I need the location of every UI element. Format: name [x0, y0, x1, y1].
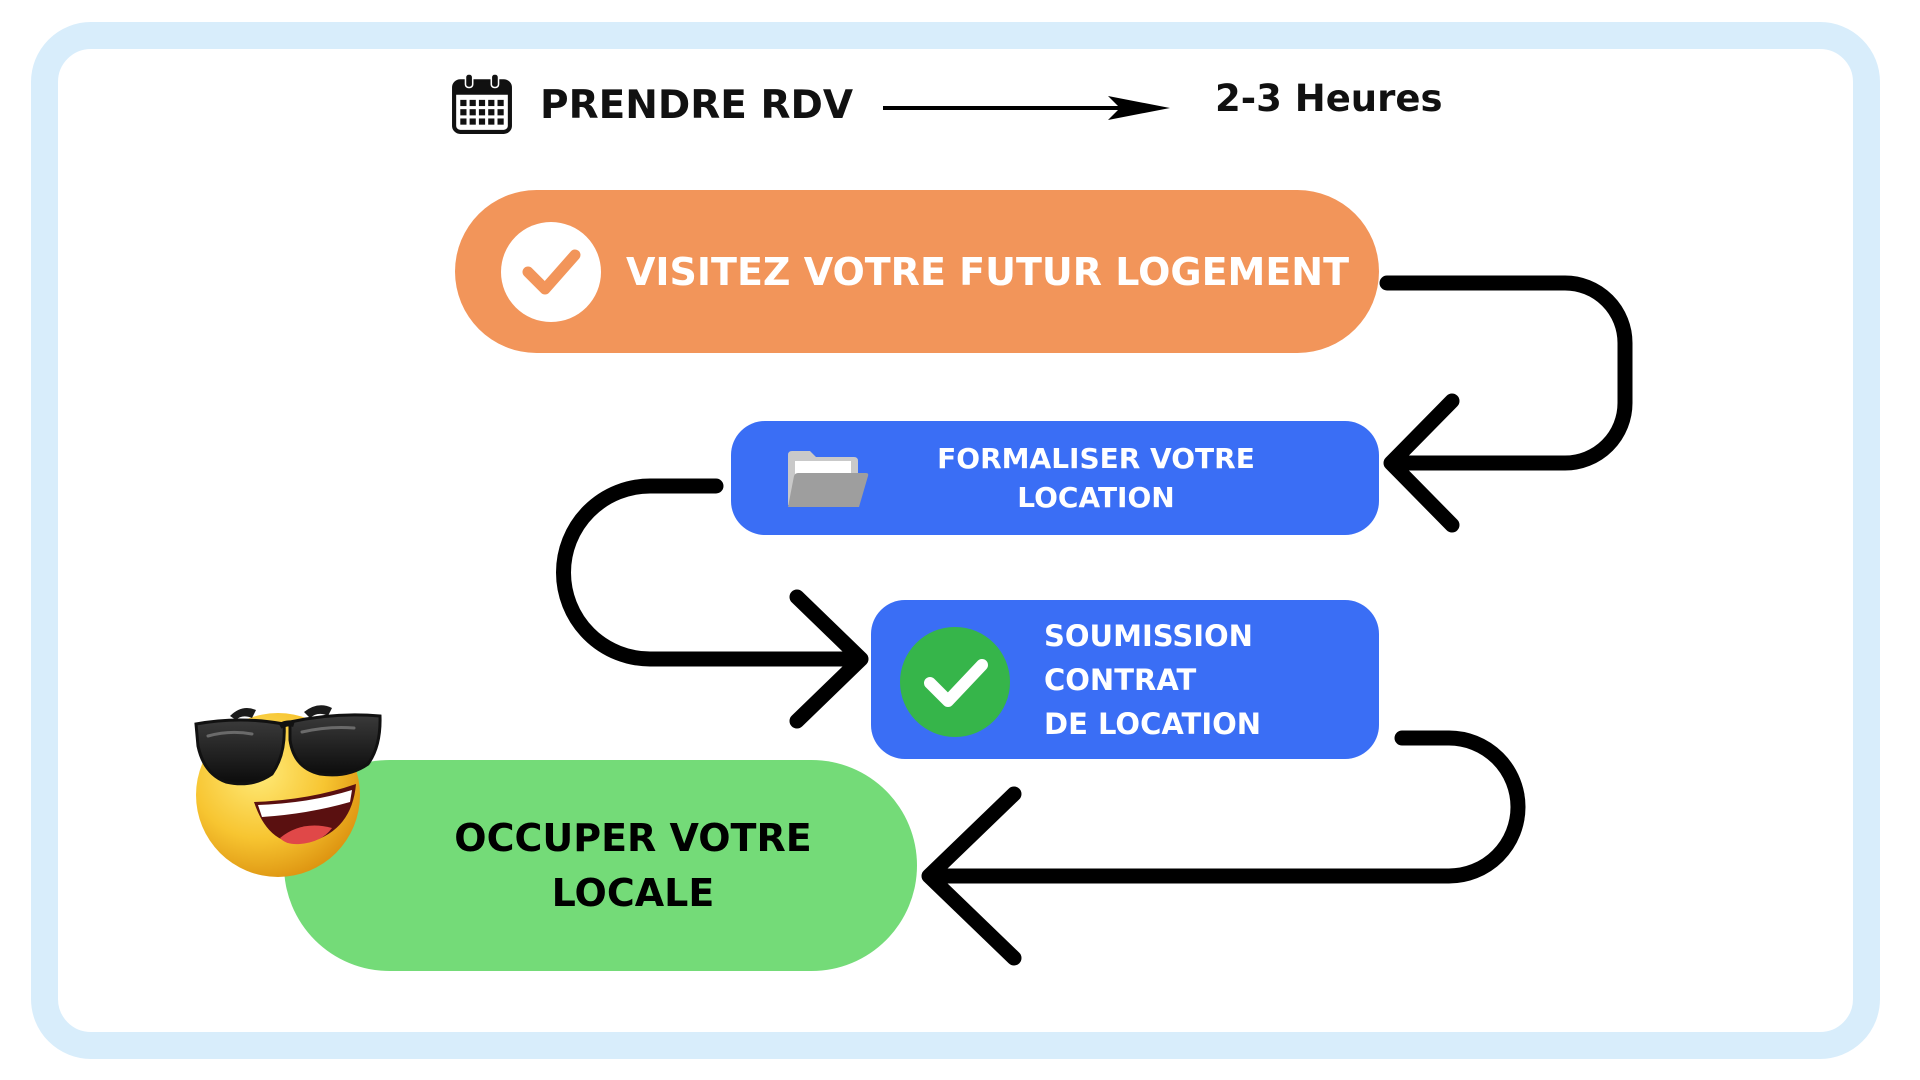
step-submit-line-2: CONTRAT [1044, 662, 1197, 697]
step-visit-label: VISITEZ VOTRE FUTUR LOGEMENT [626, 253, 1349, 291]
step-submit-line-1: SOUMISSION [1044, 618, 1253, 653]
step-occupy-label: OCCUPER VOTRE LOCALE [404, 760, 862, 971]
check-circle-icon [501, 221, 601, 322]
check-circle-icon [900, 627, 1010, 737]
sunglasses-smiley-icon [194, 705, 382, 877]
step-visit-line: VISITEZ VOTRE FUTUR LOGEMENT [626, 249, 1350, 294]
step-formalize-line-1: FORMALISER VOTRE [937, 442, 1255, 475]
calendar-icon [452, 73, 512, 134]
step-formalize: FORMALISER VOTRE LOCATION [731, 421, 1379, 535]
step-formalize-line-2: LOCATION [1017, 481, 1175, 514]
step-occupy-line-1: OCCUPER VOTRE [454, 815, 812, 860]
folder-icon [788, 451, 869, 507]
duration-label: 2-3 Heures [1215, 77, 1443, 120]
header-title: PRENDRE RDV [540, 83, 854, 128]
step-submit-line-3: DE LOCATION [1044, 706, 1262, 741]
step-submit-contract: SOUMISSION CONTRAT DE LOCATION [871, 600, 1379, 759]
step-formalize-label: FORMALISER VOTRE LOCATION [871, 421, 1321, 535]
step-visit: VISITEZ VOTRE FUTUR LOGEMENT [455, 190, 1379, 353]
step-submit-contract-label: SOUMISSION CONTRAT DE LOCATION [1044, 600, 1261, 759]
step-occupy-line-2: LOCALE [551, 870, 715, 915]
step-occupy: OCCUPER VOTRE LOCALE [284, 760, 917, 971]
